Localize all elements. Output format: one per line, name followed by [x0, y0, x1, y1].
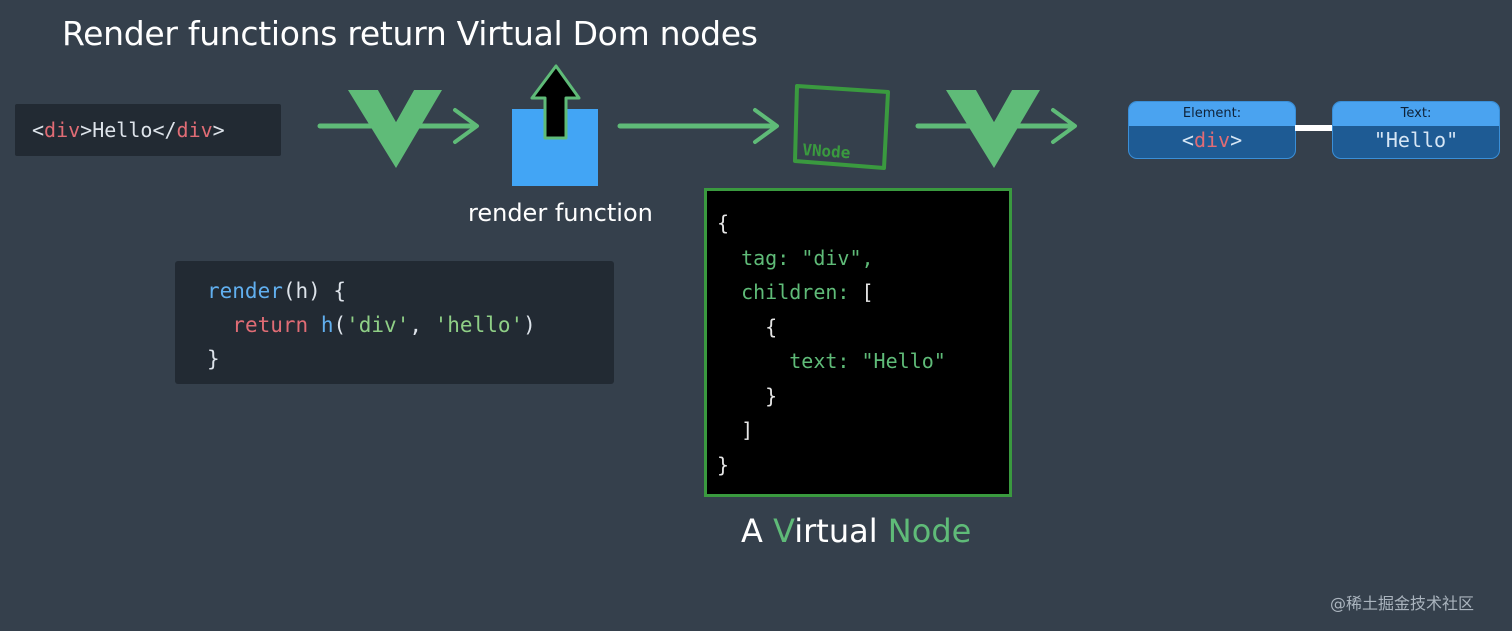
vnode-children-key: children:: [741, 280, 850, 304]
code-line-1: render(h) {: [207, 274, 614, 308]
template-lt-open: <: [32, 118, 45, 142]
page-title: Render functions return Virtual Dom node…: [62, 14, 758, 53]
arrow-up-icon: [530, 64, 581, 140]
dom-element-tag: div: [1193, 128, 1231, 152]
code-close-paren: ): [523, 313, 536, 337]
vnode-tag-key: tag:: [741, 245, 790, 270]
dom-tree-connector: [1295, 125, 1333, 131]
vnode-child-open-line: {: [717, 310, 1009, 345]
template-code-box: <div>Hello</div>: [15, 104, 281, 156]
vnode-child-close: }: [765, 383, 778, 408]
caption-node: Node: [887, 512, 972, 550]
template-gt-close: >: [212, 118, 225, 142]
template-gt-open: >: [80, 118, 93, 142]
template-tag-close: div: [176, 118, 213, 142]
dom-element-value: <div>: [1129, 126, 1295, 158]
code-h-fn: h: [320, 313, 334, 337]
caption-a: A: [741, 512, 774, 550]
caption-irtual: irtual: [794, 512, 888, 550]
code-open-paren: (: [333, 313, 347, 337]
code-return-keyword: return: [232, 313, 309, 337]
code-arg-div: 'div': [346, 313, 410, 337]
arrow-right-icon: [617, 108, 779, 144]
vnode-tag-line: tag: "div",: [717, 241, 1009, 276]
vue-logo-icon: [946, 90, 1040, 168]
vnode-tag-value: "div",: [801, 245, 874, 270]
render-code-box: render(h) { return h('div', 'hello')}: [175, 261, 614, 384]
render-function-label: render function: [468, 199, 653, 227]
virtual-node-caption: A Virtual Node: [741, 512, 971, 550]
vnode-child-close-line: }: [717, 379, 1009, 414]
dom-element-label: Element:: [1129, 102, 1295, 126]
code-arg-hello: 'hello': [434, 313, 524, 337]
vnode-children-close: ]: [741, 418, 754, 442]
code-line-3: }: [207, 347, 220, 371]
template-lt-close: </: [152, 118, 177, 142]
code-comma: ,: [409, 313, 435, 337]
dom-element-lt: <: [1181, 128, 1194, 152]
vnode-children-close-line: ]: [717, 413, 1009, 448]
dom-text-label: Text:: [1333, 102, 1499, 126]
code-render-fn: render: [207, 279, 283, 303]
code-render-args: (h) {: [282, 279, 347, 303]
dom-element-gt: >: [1230, 128, 1243, 152]
dom-text-value: "Hello": [1373, 128, 1459, 152]
template-text: Hello: [92, 118, 153, 142]
caption-v: V: [773, 512, 795, 550]
vnode-text-line: text: "Hello": [717, 344, 1009, 379]
dom-element-node: Element: <div>: [1128, 101, 1296, 159]
vnode-box-icon: [793, 84, 890, 170]
vnode-text-value: "Hello": [861, 349, 946, 373]
dom-text-node: Text: "Hello": [1332, 101, 1500, 159]
watermark: @稀土掘金技术社区: [1330, 594, 1475, 613]
vnode-close-brace: }: [717, 452, 730, 477]
vnode-children-open: [: [861, 280, 874, 304]
vue-logo-icon: [348, 90, 442, 168]
vnode-children-line: children: [: [717, 275, 1009, 310]
code-line-2: return h('div', 'hello'): [207, 308, 614, 342]
template-tag-open: div: [44, 118, 81, 142]
vnode-object-box: { tag: "div", children: [ { text: "Hello…: [704, 188, 1012, 497]
vnode-text-key: text:: [789, 349, 850, 373]
vnode-icon-label: VNode: [801, 140, 852, 163]
vnode-open-brace: {: [717, 211, 730, 235]
vnode-child-open: {: [765, 314, 778, 339]
